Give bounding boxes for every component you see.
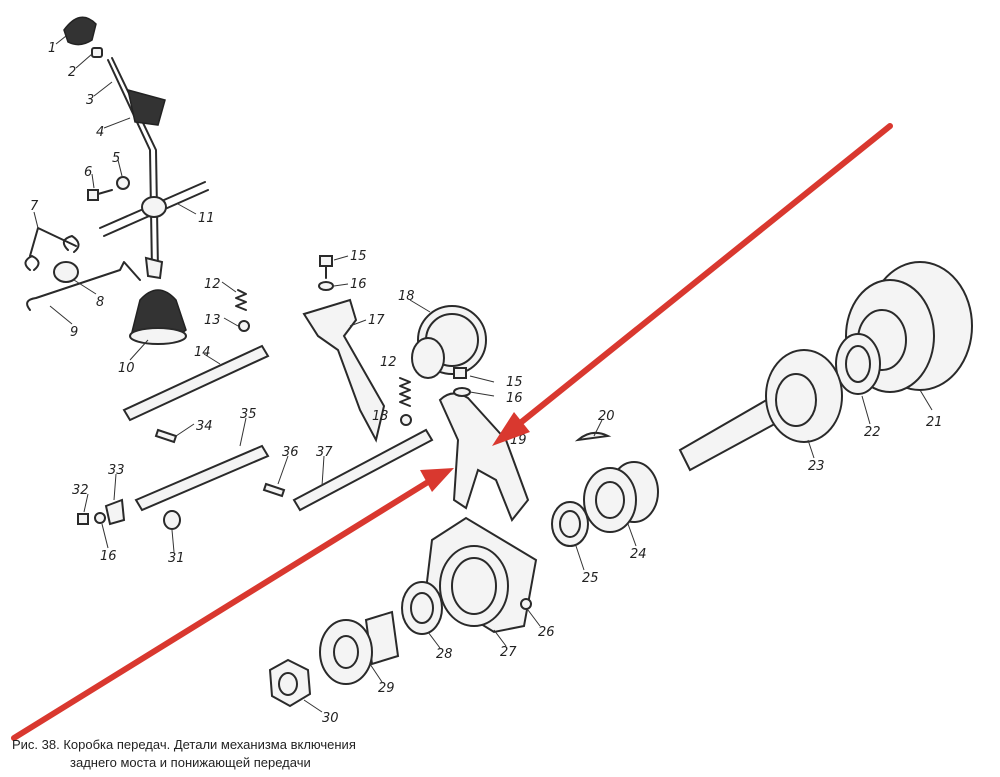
part-ball-13a — [238, 320, 250, 332]
part-key-20 — [574, 431, 612, 442]
label-16-lower: 16 — [506, 391, 523, 406]
label-23: 23 — [808, 459, 825, 474]
part-lever — [107, 57, 166, 280]
annotation-arrow-lower — [11, 468, 454, 741]
label-2: 2 — [68, 65, 76, 80]
part-bolt-15a — [319, 255, 333, 279]
label-26: 26 — [538, 625, 555, 640]
annotation-arrow-upper — [492, 123, 893, 446]
label-16-upper: 16 — [350, 277, 367, 292]
label-36: 36 — [282, 445, 299, 460]
label-32: 32 — [72, 483, 89, 498]
label-28: 28 — [436, 647, 453, 662]
part-shaft-23 — [678, 349, 843, 472]
part-pin-36 — [262, 482, 286, 498]
label-30: 30 — [322, 711, 339, 726]
part-bushing-8 — [53, 261, 79, 283]
part-washer-31 — [163, 510, 181, 530]
label-7: 7 — [30, 199, 39, 214]
label-13-lower: 13 — [372, 409, 389, 424]
label-22: 22 — [864, 425, 881, 440]
part-seal-28 — [401, 581, 443, 635]
figure-caption: Рис. 38. Коробка передач. Детали механиз… — [12, 736, 432, 772]
part-rod-14 — [122, 344, 270, 422]
label-14: 14 — [194, 345, 211, 360]
label-20: 20 — [598, 409, 615, 424]
label-4: 4 — [96, 125, 104, 140]
label-5: 5 — [112, 151, 120, 166]
part-bolt-6 — [87, 189, 113, 201]
label-31: 31 — [168, 551, 185, 566]
part-nut-5 — [116, 176, 130, 190]
part-bearing-24 — [583, 461, 659, 533]
part-nut-2 — [91, 47, 103, 58]
part-shaft-11 — [99, 181, 209, 237]
part-seal-25 — [551, 501, 589, 547]
label-21: 21 — [926, 415, 943, 430]
part-gear-21 — [845, 261, 973, 393]
part-knob — [63, 16, 97, 46]
part-bolt-32 — [77, 513, 89, 525]
label-29: 29 — [378, 681, 395, 696]
caption-line-2: заднего моста и понижающей передачи — [70, 755, 311, 770]
part-bolt-15b — [453, 367, 467, 379]
label-24: 24 — [630, 547, 647, 562]
label-11: 11 — [198, 211, 215, 226]
part-fork-17 — [302, 298, 386, 443]
caption-line-1: Рис. 38. Коробка передач. Детали механиз… — [12, 737, 356, 752]
part-cover-27 — [424, 516, 538, 634]
label-10: 10 — [118, 361, 135, 376]
part-spring-12b — [399, 377, 411, 407]
part-plate-33 — [104, 498, 126, 526]
label-12-lower: 12 — [380, 355, 397, 370]
part-number-labels: 1 2 3 4 5 6 7 8 9 10 11 12 13 14 15 16 1… — [30, 41, 943, 726]
label-25: 25 — [582, 571, 599, 586]
part-rod-35 — [134, 444, 270, 512]
label-3: 3 — [86, 93, 94, 108]
part-fork-19 — [438, 392, 530, 522]
part-nut-30 — [268, 658, 312, 708]
part-gear-18 — [411, 305, 487, 379]
label-33: 33 — [108, 463, 125, 478]
part-ball-13b — [400, 414, 412, 426]
part-bearing-22 — [835, 333, 881, 395]
label-12-upper: 12 — [204, 277, 221, 292]
part-spring-12a — [235, 289, 247, 311]
label-34: 34 — [196, 419, 213, 434]
part-washer-16c — [94, 512, 106, 524]
part-rod-37 — [292, 428, 434, 512]
label-1: 1 — [48, 41, 56, 56]
part-washer-16a — [318, 281, 334, 291]
label-13-upper: 13 — [204, 313, 221, 328]
label-15-upper: 15 — [350, 249, 367, 264]
label-8: 8 — [96, 295, 104, 310]
part-spring-9 — [26, 261, 141, 311]
label-15-lower: 15 — [506, 375, 523, 390]
label-16-lower-left: 16 — [100, 549, 117, 564]
label-17: 17 — [368, 313, 385, 328]
label-18: 18 — [398, 289, 415, 304]
part-boot-10 — [129, 289, 187, 345]
part-washer-16b — [453, 387, 471, 397]
label-6: 6 — [84, 165, 92, 180]
label-35: 35 — [240, 407, 257, 422]
part-bolt-26 — [520, 598, 532, 610]
leader-lines — [33, 35, 933, 713]
label-27: 27 — [500, 645, 517, 660]
label-9: 9 — [70, 325, 78, 340]
part-gear-29 — [319, 610, 400, 685]
part-pin-34 — [154, 428, 178, 444]
label-37: 37 — [316, 445, 333, 460]
